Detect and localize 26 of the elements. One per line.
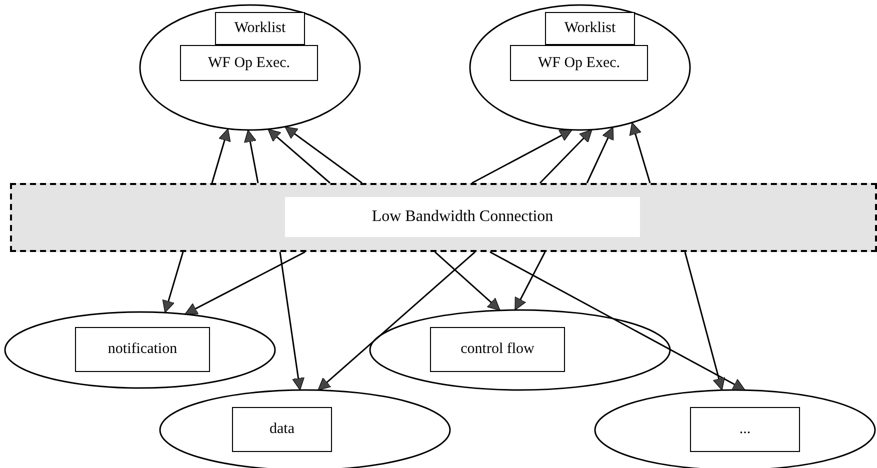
component-box: control flow [430,327,565,372]
arrow [514,252,546,310]
component-box: notification [75,327,210,372]
component-box: Worklist [215,12,305,45]
arrow [586,126,614,184]
arrow [279,252,305,390]
arrow [284,126,362,184]
arrow [244,130,259,184]
connection-band [10,183,877,252]
arrow [268,128,330,184]
arrow [184,251,306,315]
component-box: Worklist [545,12,635,45]
component-box: WF Op Exec. [180,45,318,81]
arrow [318,251,476,391]
component-box: ... [690,407,800,452]
component-box: WF Op Exec. [510,45,648,81]
component-box: data [232,407,332,452]
arrow [211,128,231,184]
arrow [539,129,593,184]
arrow [472,129,572,184]
band-label: Low Bandwidth Connection [285,197,640,237]
arrow [684,252,725,390]
arrow [162,252,184,313]
arrow [490,251,746,391]
arrow [434,251,500,311]
arrow [629,122,651,184]
